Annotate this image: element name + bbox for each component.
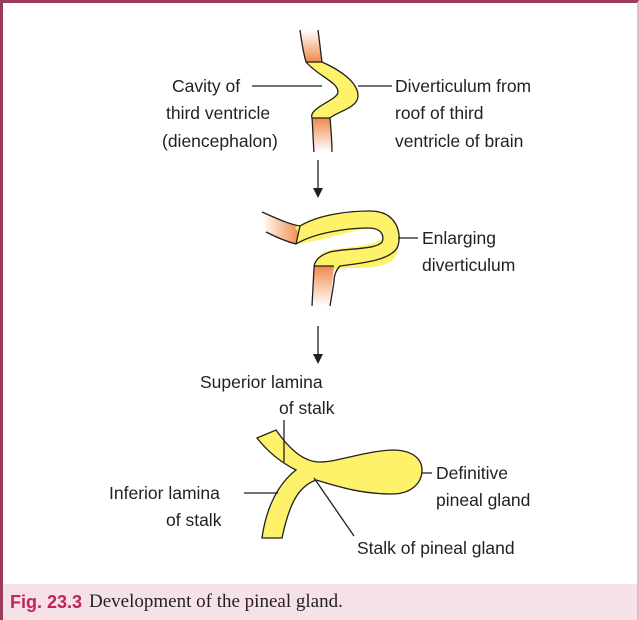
- inferior-label-line2: of stalk: [166, 510, 222, 530]
- superior-label-line1: Superior lamina: [200, 372, 323, 392]
- stage3-inferior-lamina-label: Inferior lamina of stalk: [109, 483, 278, 530]
- stage1-diverticulum-label: Diverticulum from roof of third ventricl…: [358, 76, 531, 151]
- stage1-yellow-body: [306, 62, 358, 118]
- figure-caption: Fig. 23.3 Development of the pineal glan…: [3, 584, 637, 620]
- caption-text: Development of the pineal gland.: [89, 591, 343, 613]
- enlarging-label-line2: diverticulum: [422, 255, 515, 275]
- cavity-label-line1: Cavity of: [172, 76, 240, 96]
- stage3-definitive-label: Definitive pineal gland: [422, 463, 530, 510]
- stage1-lower-wall: [312, 118, 332, 152]
- superior-label-line2: of stalk: [279, 398, 335, 418]
- arrow-stage1-to-stage2: [313, 160, 323, 198]
- stage2-enlarging-diverticulum: [262, 211, 399, 306]
- definitive-label-line2: pineal gland: [436, 490, 530, 510]
- stage3-definitive-pineal: [257, 430, 422, 538]
- diverticulum-label-line1: Diverticulum from: [395, 76, 531, 96]
- stage3-yellow-body: [257, 430, 422, 538]
- enlarging-label-line1: Enlarging: [422, 228, 496, 248]
- stage1-diverticulum: [300, 30, 358, 152]
- pineal-development-diagram: Cavity of third ventricle (diencephalon)…: [0, 0, 639, 584]
- cavity-label-line3: (diencephalon): [162, 131, 278, 151]
- definitive-label-line1: Definitive: [436, 463, 508, 483]
- cavity-label-line2: third ventricle: [166, 103, 270, 123]
- stage2-label: Enlarging diverticulum: [398, 228, 515, 275]
- diverticulum-label-line2: roof of third: [395, 103, 484, 123]
- diverticulum-label-line3: ventricle of brain: [395, 131, 523, 151]
- arrow-stage2-to-stage3: [313, 326, 323, 364]
- figure-number: Fig. 23.3: [10, 592, 82, 613]
- stalk-label: Stalk of pineal gland: [357, 538, 515, 558]
- inferior-label-line1: Inferior lamina: [109, 483, 220, 503]
- stage1-cavity-label: Cavity of third ventricle (diencephalon): [162, 76, 322, 151]
